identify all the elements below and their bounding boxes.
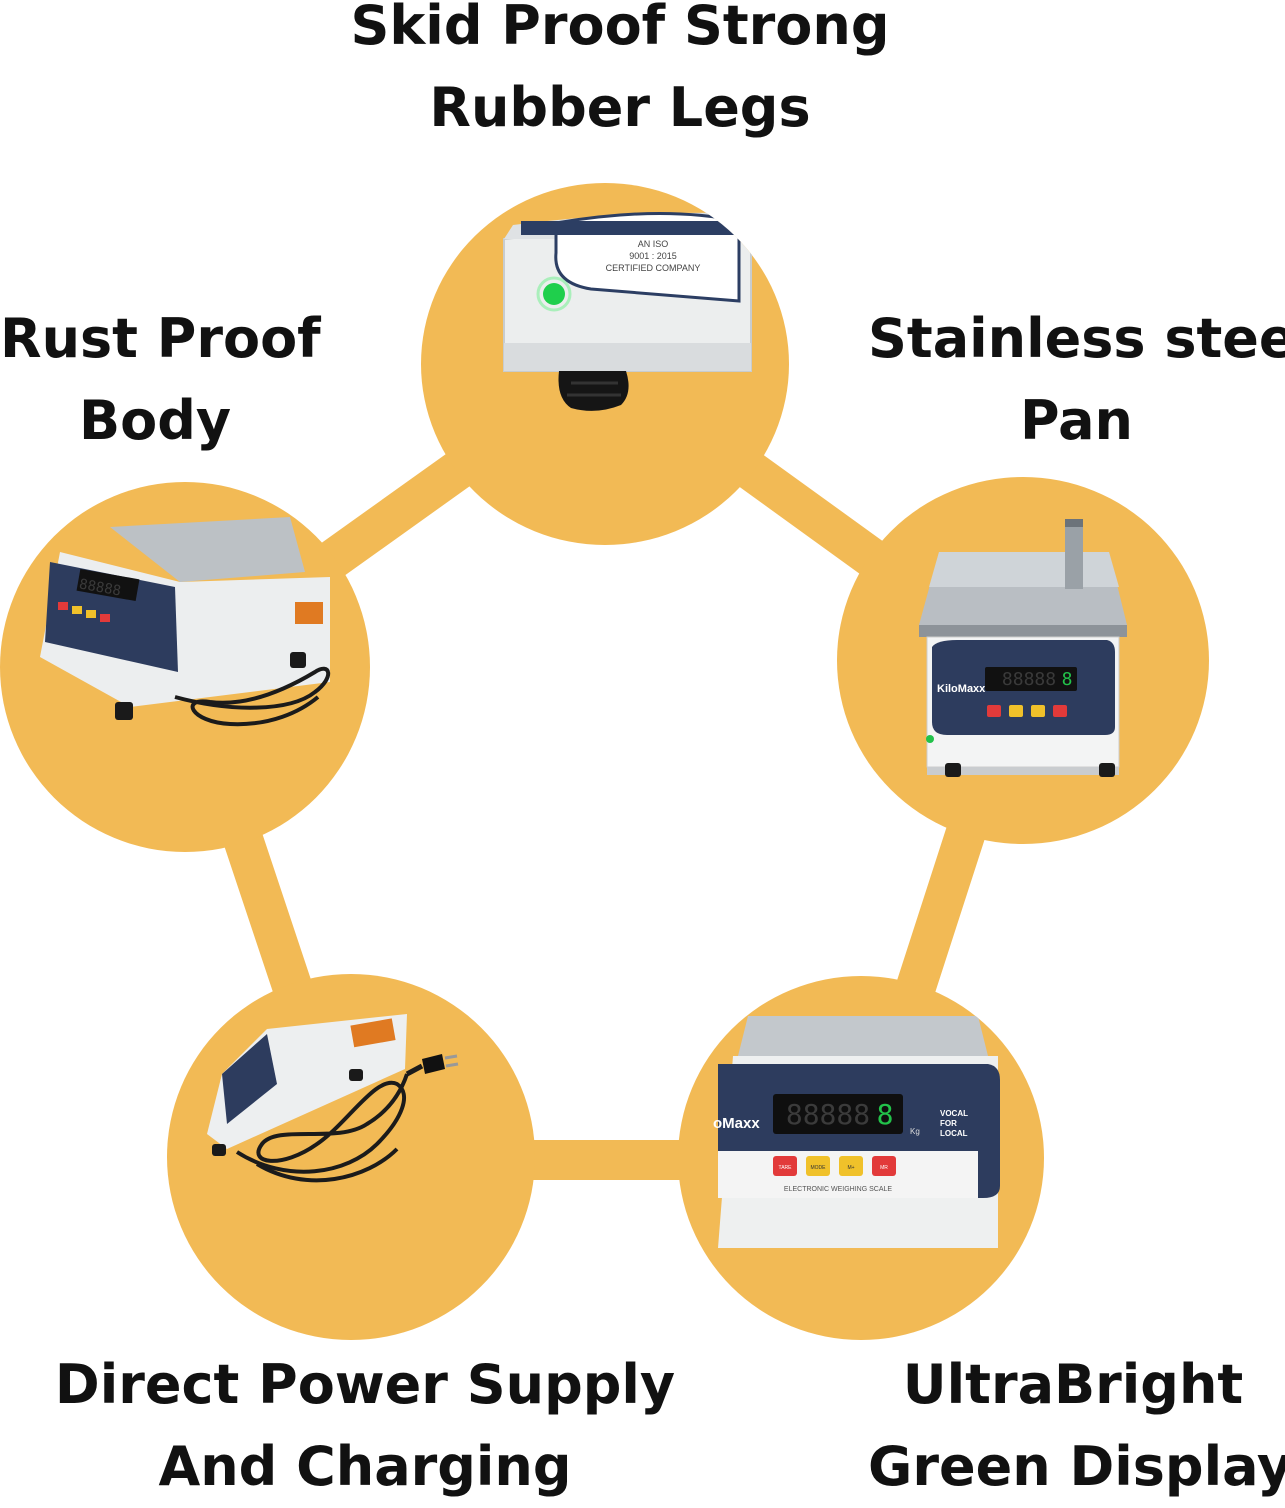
badge-line-1: VOCAL bbox=[940, 1109, 968, 1118]
power-cord-image bbox=[207, 1014, 459, 1183]
cert-line-3: CERTIFIED COMPANY bbox=[606, 263, 701, 273]
display-brand-text: oMaxx bbox=[713, 1115, 760, 1132]
badge-line-2: FOR bbox=[940, 1119, 957, 1128]
pan-brand-text: KiloMaxx bbox=[937, 683, 986, 695]
scale-side-image: 88888 bbox=[40, 517, 331, 727]
feature-power-line1: Direct Power Supply bbox=[54, 1353, 676, 1416]
feature-power-label: Direct Power Supply And Charging bbox=[50, 1344, 680, 1508]
body-display-digits: 88888 bbox=[78, 576, 122, 599]
feature-display-line1: UltraBright bbox=[902, 1353, 1244, 1416]
feature-power-circle bbox=[167, 974, 535, 1340]
pan-display-digits: 88888 bbox=[1002, 669, 1056, 690]
feature-power-line2: And Charging bbox=[158, 1435, 572, 1498]
mplus-button-label: M+ bbox=[847, 1165, 854, 1171]
feature-pan-circle: 88888 8 KiloMaxx bbox=[837, 477, 1209, 844]
scale-front-image: 88888 8 KiloMaxx bbox=[919, 519, 1127, 777]
cert-line-2: 9001 : 2015 bbox=[629, 251, 677, 261]
feature-display-line2: Green Display bbox=[868, 1435, 1285, 1498]
badge-line-3: LOCAL bbox=[940, 1129, 968, 1138]
feature-body-label: Rust Proof Body bbox=[0, 298, 321, 462]
feature-body-line2: Body bbox=[78, 389, 232, 452]
feature-legs-circle: AN ISO 9001 : 2015 CERTIFIED COMPANY bbox=[421, 183, 789, 545]
mr-button-label: MR bbox=[880, 1165, 888, 1171]
feature-body-line1: Rust Proof bbox=[0, 307, 321, 370]
feature-display-label: UltraBright Green Display bbox=[868, 1344, 1285, 1508]
scale-corner-closeup-image: AN ISO 9001 : 2015 CERTIFIED COMPANY bbox=[503, 211, 761, 411]
display-digits: 88888 bbox=[786, 1098, 870, 1131]
display-closeup-image: 88888 8 Kg oMaxx VOCAL FOR LOCAL TARE MO… bbox=[713, 1016, 1000, 1248]
feature-display-circle: 88888 8 Kg oMaxx VOCAL FOR LOCAL TARE MO… bbox=[678, 976, 1044, 1340]
feature-pan-label: Stainless steel Pan bbox=[868, 298, 1285, 462]
cert-line-1: AN ISO bbox=[638, 239, 669, 249]
mode-button-label: MODE bbox=[811, 1165, 827, 1171]
pan-display-last-digit: 8 bbox=[1062, 669, 1073, 690]
display-last-digit: 8 bbox=[877, 1098, 894, 1131]
feature-body-circle: 88888 bbox=[0, 482, 370, 852]
feature-legs-line1: Skid Proof Strong bbox=[350, 0, 890, 57]
feature-legs-label: Skid Proof Strong Rubber Legs bbox=[310, 0, 930, 149]
display-unit: Kg bbox=[910, 1127, 920, 1136]
feature-pan-line1: Stainless steel bbox=[868, 307, 1285, 370]
feature-legs-line2: Rubber Legs bbox=[429, 76, 811, 139]
tare-button-label: TARE bbox=[779, 1165, 793, 1171]
feature-pan-line2: Pan bbox=[1019, 389, 1133, 452]
scale-label-text: ELECTRONIC WEIGHING SCALE bbox=[784, 1186, 892, 1193]
